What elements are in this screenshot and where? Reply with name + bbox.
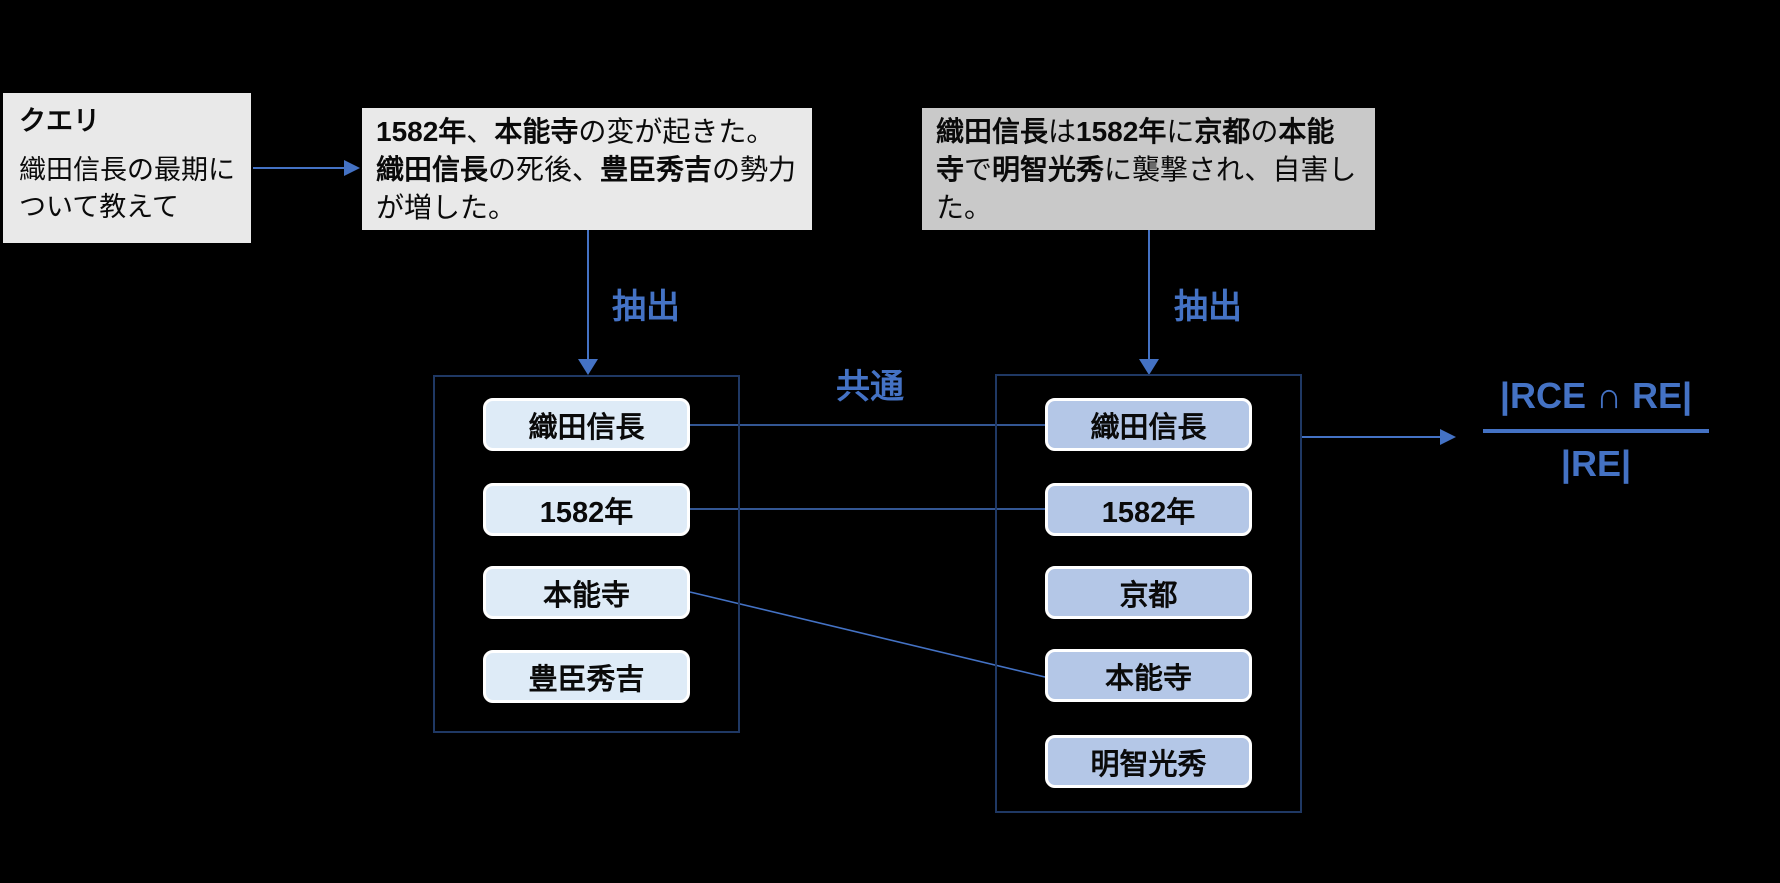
chunk-right-segment: は: [1048, 116, 1077, 147]
entity-pill: 織田信長: [1045, 398, 1252, 451]
common-label: 共通: [836, 368, 904, 406]
chunk-right-segment: 明智光秀: [992, 154, 1105, 185]
chunk-right-segment: に襲撃され、自害した。: [936, 154, 1357, 223]
recall-formula: |RCE ∩ RE| |RE|: [1483, 376, 1709, 484]
chunk-right-segment: に: [1166, 116, 1195, 147]
chunk-left-segment: 、: [466, 116, 495, 147]
chunk-left-segment: の勢力が増した。: [376, 154, 797, 223]
extract-label-right: 抽出: [1174, 288, 1242, 326]
formula-denominator: |RE|: [1560, 443, 1632, 484]
entity-pill: 1582年: [1045, 483, 1252, 536]
entity-pill: 本能寺: [483, 566, 690, 619]
entity-container-left: [433, 375, 740, 733]
edge-common-honnoji: [689, 591, 1046, 678]
chunk-left-segment: 本能寺: [494, 116, 579, 147]
query-title: クエリ: [19, 106, 100, 136]
chunk-right-segment: 本能寺: [936, 116, 1335, 185]
extract-label-left: 抽出: [612, 288, 680, 326]
chunk-text-right: 織田信長は1582年に京都の本能寺で明智光秀に襲撃され、自害した。: [922, 108, 1375, 230]
chunk-right-segment: 織田信長: [936, 116, 1049, 147]
entity-pill: 明智光秀: [1045, 735, 1252, 788]
extract-arrowhead-left: [578, 359, 598, 375]
formula-arrowhead: [1440, 429, 1456, 445]
chunk-left-segment: の変が起きた。: [578, 116, 775, 147]
chunk-left-segment: 豊臣秀吉: [600, 154, 713, 185]
chunk-right-segment: 京都: [1194, 116, 1251, 147]
fraction-bar: [1483, 429, 1709, 433]
entity-pill: 本能寺: [1045, 649, 1252, 702]
chunk-left-segment: の死後、: [488, 154, 601, 185]
chunk-right-segment: 1582年: [1076, 116, 1167, 147]
chunk-text-left: 1582年、本能寺の変が起きた。織田信長の死後、豊臣秀吉の勢力が増した。: [362, 108, 812, 230]
chunk-right-segment: で: [964, 154, 993, 185]
entity-pill: 京都: [1045, 566, 1252, 619]
query-arrowhead: [344, 160, 360, 176]
formula-numerator: |RCE ∩ RE|: [1499, 375, 1693, 416]
query-box: クエリ 織田信長の最期について教えて: [3, 93, 251, 243]
chunk-right-segment: の: [1250, 116, 1279, 147]
extract-arrowhead-right: [1139, 359, 1159, 375]
entity-pill: 豊臣秀吉: [483, 650, 690, 703]
entity-container-right: [995, 374, 1302, 813]
chunk-left-segment: 1582年: [376, 116, 467, 147]
chunk-left-segment: 織田信長: [376, 154, 489, 185]
entity-pill: 1582年: [483, 483, 690, 536]
query-body: 織田信長の最期について教えて: [19, 155, 235, 222]
entity-pill: 織田信長: [483, 398, 690, 451]
